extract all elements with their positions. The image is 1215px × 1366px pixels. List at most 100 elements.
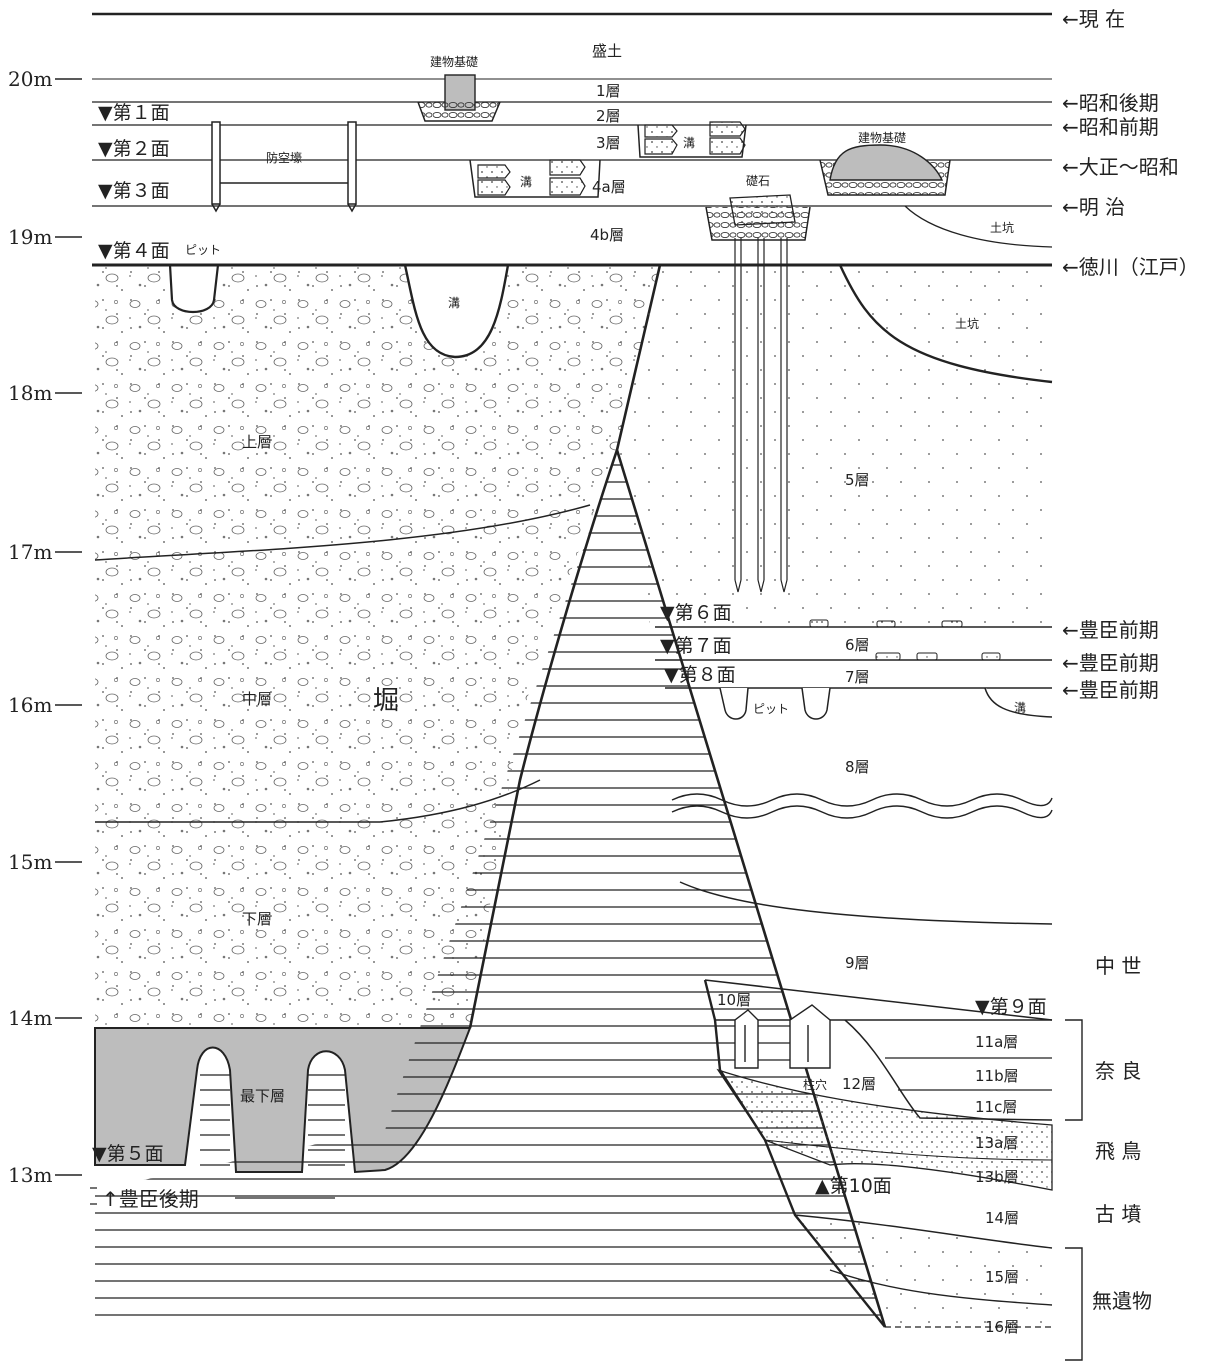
layer-11c-label: 11c層 bbox=[975, 1098, 1017, 1116]
pits-surface-8 bbox=[719, 687, 1053, 720]
elevation-label: 16m bbox=[8, 693, 52, 717]
period-asuka: 飛 鳥 bbox=[1095, 1139, 1141, 1163]
period-brackets bbox=[1065, 1019, 1083, 1361]
surface-6-label: ▼第６面 bbox=[660, 602, 732, 624]
layer-15-16-boundary bbox=[829, 1269, 1053, 1306]
period-no-remains: 無遺物 bbox=[1092, 1289, 1152, 1313]
layer-13-boundary bbox=[764, 1139, 1053, 1161]
ditch-4a bbox=[469, 159, 601, 198]
ditch-3 bbox=[637, 121, 747, 158]
elevation-label: 17m bbox=[8, 540, 52, 564]
surface-1-label: ▼第１面 bbox=[98, 102, 170, 124]
period-chusei: 中 世 bbox=[1095, 954, 1141, 978]
layer-14-15-boundary bbox=[794, 1214, 1053, 1249]
period-tokugawa: ←徳川（江戸） bbox=[1062, 255, 1199, 279]
elevation-label: 19m bbox=[8, 225, 52, 249]
building-foundation-top bbox=[417, 74, 501, 122]
building-foundation-right bbox=[819, 144, 951, 196]
upper-strata bbox=[92, 12, 1053, 267]
layer-11b-label: 11b層 bbox=[975, 1067, 1019, 1085]
post-holes bbox=[734, 1004, 831, 1069]
layer-15-dotted bbox=[795, 1215, 1052, 1327]
layer-5-label: 5層 bbox=[845, 471, 870, 489]
period-kofun: 古 墳 bbox=[1095, 1202, 1141, 1226]
foundation-stone bbox=[705, 194, 811, 593]
layer-8-label: 8層 bbox=[845, 758, 870, 776]
period-meiji: ←明 治 bbox=[1062, 195, 1125, 219]
surface-9-label: ▼第９面 bbox=[975, 996, 1047, 1018]
period-taisho-showa: ←大正～昭和 bbox=[1062, 155, 1179, 179]
layer-2-label: 2層 bbox=[596, 107, 621, 125]
feature-earth-pit-2: 土坑 bbox=[955, 316, 979, 331]
surface-3-label: ▼第３面 bbox=[98, 180, 170, 202]
feature-ditch-3: 溝 bbox=[683, 136, 695, 150]
feature-ditch-4a: 溝 bbox=[520, 175, 532, 189]
layer-1-label: 1層 bbox=[596, 82, 621, 100]
surface-8-label: ▼第８面 bbox=[664, 664, 736, 686]
layer-8-wave bbox=[671, 793, 1053, 819]
feature-pit-2: ピット bbox=[753, 702, 789, 716]
feature-ditch-8: 溝 bbox=[1014, 701, 1026, 715]
layer-3-label: 3層 bbox=[596, 134, 621, 152]
ditch-gravel bbox=[403, 264, 510, 359]
layer-15-label: 15層 bbox=[985, 1268, 1019, 1286]
moat-title: 堀 bbox=[373, 686, 399, 716]
layer-5 bbox=[617, 265, 1052, 625]
period-toyotomi-early-2: ←豊臣前期 bbox=[1062, 651, 1159, 675]
period-nara: 奈 良 bbox=[1095, 1059, 1141, 1083]
surface-2-label: ▼第２面 bbox=[98, 138, 170, 160]
feature-ditch-gravel: 溝 bbox=[448, 296, 460, 310]
elevation-label: 20m bbox=[8, 67, 52, 91]
layer-14-label: 14層 bbox=[985, 1209, 1019, 1227]
layer-9-label: 9層 bbox=[845, 954, 870, 972]
layer-13a-label: 13a層 bbox=[975, 1134, 1018, 1152]
period-toyotomi-early-1: ←豊臣前期 bbox=[1062, 618, 1159, 642]
earth-pit-large bbox=[838, 264, 1053, 384]
moat-bottom-label: 最下層 bbox=[240, 1087, 285, 1105]
layer-12-label: 12層 bbox=[842, 1075, 876, 1093]
layer-fill-label: 盛土 bbox=[592, 42, 622, 60]
moat-boundary-middle bbox=[95, 779, 541, 823]
right-slope bbox=[703, 979, 886, 1328]
surface-7-label: ▼第７面 bbox=[660, 635, 732, 657]
moat-upper-label: 上層 bbox=[242, 433, 272, 451]
feature-earth-pit-1: 土坑 bbox=[990, 220, 1014, 235]
moat-middle-label: 中層 bbox=[242, 690, 272, 708]
layer-11a-label: 11a層 bbox=[975, 1033, 1018, 1051]
air-raid-shelter bbox=[211, 121, 357, 213]
layer-4a-label: 4a層 bbox=[592, 178, 626, 196]
feature-air-raid-shelter: 防空壕 bbox=[266, 150, 302, 165]
layer-10-boundary bbox=[704, 979, 1053, 1021]
toyotomi-late-ticks bbox=[90, 1187, 97, 1205]
pit-left bbox=[168, 264, 220, 313]
layer-6-label: 6層 bbox=[845, 636, 870, 654]
feature-building-foundation: 建物基礎 bbox=[430, 55, 478, 69]
elevation-label: 15m bbox=[8, 850, 52, 874]
moat-bottom-layer bbox=[94, 1027, 472, 1174]
layer-13b-label: 13b層 bbox=[975, 1168, 1019, 1186]
surface-10-label: ▲第10面 bbox=[815, 1175, 892, 1197]
layer-4b-label: 4b層 bbox=[590, 226, 624, 244]
period-toyotomi-early-3: ←豊臣前期 bbox=[1062, 678, 1159, 702]
layer-9-boundary bbox=[679, 881, 1053, 925]
moat-boundary-upper bbox=[94, 504, 591, 561]
elevation-scale: 20m 19m 18m 17m 16m 15m 14m 13m bbox=[8, 67, 82, 1187]
layer-10-label: 10層 bbox=[717, 991, 751, 1009]
feature-foundation-stone: 礎石 bbox=[746, 174, 770, 188]
layer-16-label: 16層 bbox=[985, 1318, 1019, 1336]
moat-fill bbox=[95, 265, 660, 1028]
period-present: ←現 在 bbox=[1062, 7, 1125, 31]
elevation-label: 14m bbox=[8, 1006, 52, 1030]
period-showa-late: ←昭和後期 bbox=[1062, 91, 1159, 115]
moat-lower-label: 下層 bbox=[242, 910, 272, 928]
surface-5-label: ▼第５面 bbox=[92, 1143, 164, 1165]
layer-7-label: 7層 bbox=[845, 668, 870, 686]
period-toyotomi-late: ↑豊臣後期 bbox=[102, 1187, 199, 1211]
surface-4-label: ▼第４面 bbox=[98, 240, 170, 262]
surface-stones bbox=[809, 619, 1001, 661]
feature-post-hole: 柱穴 bbox=[803, 1077, 827, 1092]
period-showa-early: ←昭和前期 bbox=[1062, 115, 1159, 139]
elevation-label: 18m bbox=[8, 381, 52, 405]
layer-12-dotted bbox=[716, 1068, 1053, 1191]
